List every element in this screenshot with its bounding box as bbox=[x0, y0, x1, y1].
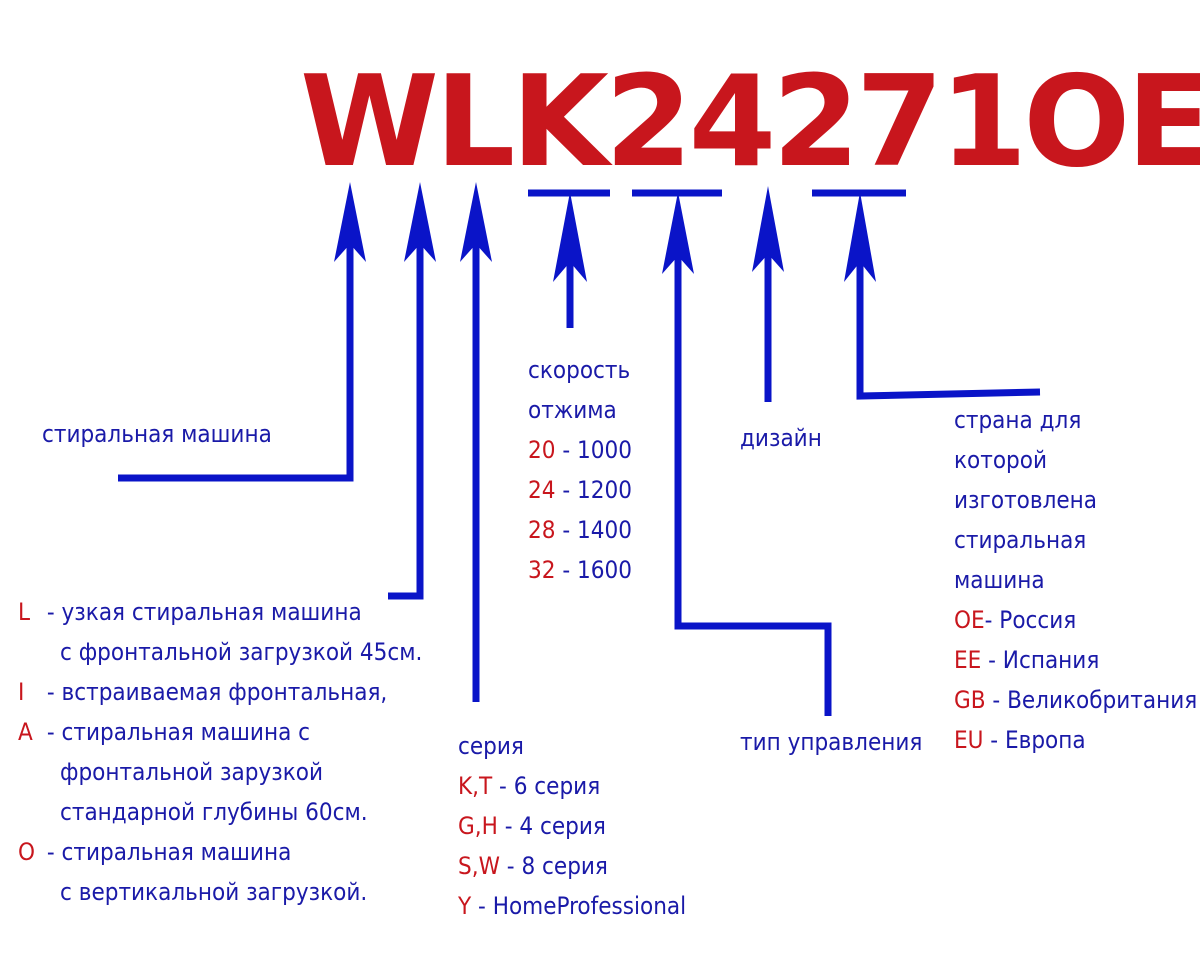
type-code: I bbox=[18, 678, 25, 706]
type-text: узкая стиральная машина bbox=[61, 598, 362, 626]
country-sep: - bbox=[984, 606, 1000, 634]
spin-title-line1: скорость bbox=[528, 356, 631, 384]
country-title-line: машина bbox=[954, 566, 1045, 594]
series-row: S,W - 8 серия bbox=[458, 846, 686, 886]
country-code: EU bbox=[954, 726, 984, 754]
arrow-line-washing-machine bbox=[118, 240, 354, 482]
spin-title-line2: отжима bbox=[528, 396, 617, 424]
type-row: I - встраиваемая фронтальная, bbox=[18, 672, 422, 712]
type-row: с фронтальной загрузкой 45см. bbox=[18, 632, 422, 672]
arrowhead-washing-machine bbox=[334, 182, 366, 262]
type-row: A - стиральная машина с bbox=[18, 712, 422, 752]
spin-code: 24 bbox=[528, 476, 556, 504]
country-row: EU - Европа bbox=[954, 720, 1197, 760]
label-design: дизайн bbox=[740, 424, 822, 452]
type-text: стиральная машина bbox=[61, 838, 292, 866]
country-text: Великобритания bbox=[1007, 686, 1198, 714]
spin-block: скорость отжима 20 - 1000 24 - 1200 28 -… bbox=[528, 350, 632, 590]
label-control-type: тип управления bbox=[740, 728, 923, 756]
type-sep: - bbox=[40, 598, 62, 626]
label-washing-machine: стиральная машина bbox=[42, 420, 272, 448]
type-row: L - узкая стиральная машина bbox=[18, 592, 422, 632]
series-code: Y bbox=[458, 892, 472, 920]
spin-value: 1600 bbox=[576, 556, 632, 584]
country-sep: - bbox=[983, 726, 1005, 754]
country-title-line: которой bbox=[954, 446, 1047, 474]
spin-row: 24 - 1200 bbox=[528, 470, 632, 510]
arrowhead-series bbox=[460, 182, 492, 262]
country-text: Европа bbox=[1004, 726, 1086, 754]
type-code: A bbox=[18, 718, 33, 746]
spin-sep: - bbox=[555, 476, 577, 504]
type-sep: - bbox=[40, 678, 62, 706]
series-row: Y - HomeProfessional bbox=[458, 886, 686, 926]
type-block: L - узкая стиральная машина с фронтально… bbox=[18, 592, 422, 912]
spin-code: 20 bbox=[528, 436, 556, 464]
spin-code: 32 bbox=[528, 556, 556, 584]
spin-row: 32 - 1600 bbox=[528, 550, 632, 590]
spin-sep: - bbox=[555, 516, 577, 544]
country-row: EE - Испания bbox=[954, 640, 1197, 680]
arrowhead-spin bbox=[553, 192, 587, 282]
arrowhead-type bbox=[404, 182, 436, 262]
country-code: OE bbox=[954, 606, 985, 634]
series-text: 4 серия bbox=[519, 812, 606, 840]
series-text: 6 серия bbox=[513, 772, 601, 800]
type-text: с фронтальной загрузкой 45см. bbox=[60, 638, 423, 666]
country-row: OE- Россия bbox=[954, 600, 1197, 640]
type-row: с вертикальной загрузкой. bbox=[18, 872, 422, 912]
spin-row: 20 - 1000 bbox=[528, 430, 632, 470]
type-text: фронтальной зарузкой bbox=[60, 758, 324, 786]
series-title: серия bbox=[458, 732, 524, 760]
country-row: GB - Великобритания bbox=[954, 680, 1197, 720]
country-sep: - bbox=[985, 686, 1008, 714]
arrow-line-control bbox=[674, 240, 832, 716]
arrowhead-design bbox=[752, 186, 784, 272]
series-row: K,T - 6 серия bbox=[458, 766, 686, 806]
series-text: HomeProfessional bbox=[492, 892, 687, 920]
arrow-line-type bbox=[388, 240, 424, 600]
type-code: L bbox=[18, 598, 31, 626]
spin-value: 1000 bbox=[576, 436, 632, 464]
series-code: G,H bbox=[458, 812, 498, 840]
series-block: серия K,T - 6 серия G,H - 4 серия S,W - … bbox=[458, 726, 686, 926]
country-text: Испания bbox=[1002, 646, 1100, 674]
type-sep: - bbox=[40, 838, 62, 866]
type-text: с вертикальной загрузкой. bbox=[60, 878, 368, 906]
series-text: 8 серия bbox=[521, 852, 608, 880]
arrowhead-control bbox=[662, 192, 694, 274]
country-title-line: страна для bbox=[954, 406, 1082, 434]
series-code: K,T bbox=[458, 772, 493, 800]
country-code: EE bbox=[954, 646, 982, 674]
type-text: стиральная машина с bbox=[61, 718, 311, 746]
type-row: O - стиральная машина bbox=[18, 832, 422, 872]
series-sep: - bbox=[497, 812, 520, 840]
arrowhead-country bbox=[844, 192, 876, 282]
spin-code: 28 bbox=[528, 516, 556, 544]
country-title-line: стиральная bbox=[954, 526, 1087, 554]
country-title-line: изготовлена bbox=[954, 486, 1098, 514]
type-sep: - bbox=[40, 718, 62, 746]
series-row: G,H - 4 серия bbox=[458, 806, 686, 846]
country-block: страна для которой изготовлена стиральна… bbox=[954, 400, 1197, 760]
type-text: стандарной глубины 60см. bbox=[60, 798, 368, 826]
series-sep: - bbox=[499, 852, 522, 880]
type-row: фронтальной зарузкой bbox=[18, 752, 422, 792]
spin-sep: - bbox=[555, 436, 577, 464]
spin-row: 28 - 1400 bbox=[528, 510, 632, 550]
series-sep: - bbox=[471, 892, 493, 920]
spin-value: 1200 bbox=[576, 476, 632, 504]
series-code: S,W bbox=[458, 852, 500, 880]
type-text: встраиваемая фронтальная, bbox=[61, 678, 388, 706]
series-sep: - bbox=[492, 772, 514, 800]
country-sep: - bbox=[981, 646, 1003, 674]
country-text: Россия bbox=[999, 606, 1077, 634]
spin-value: 1400 bbox=[576, 516, 632, 544]
country-code: GB bbox=[954, 686, 986, 714]
type-row: стандарной глубины 60см. bbox=[18, 792, 422, 832]
arrow-line-country bbox=[856, 240, 1041, 400]
spin-sep: - bbox=[555, 556, 577, 584]
type-code: O bbox=[18, 838, 35, 866]
